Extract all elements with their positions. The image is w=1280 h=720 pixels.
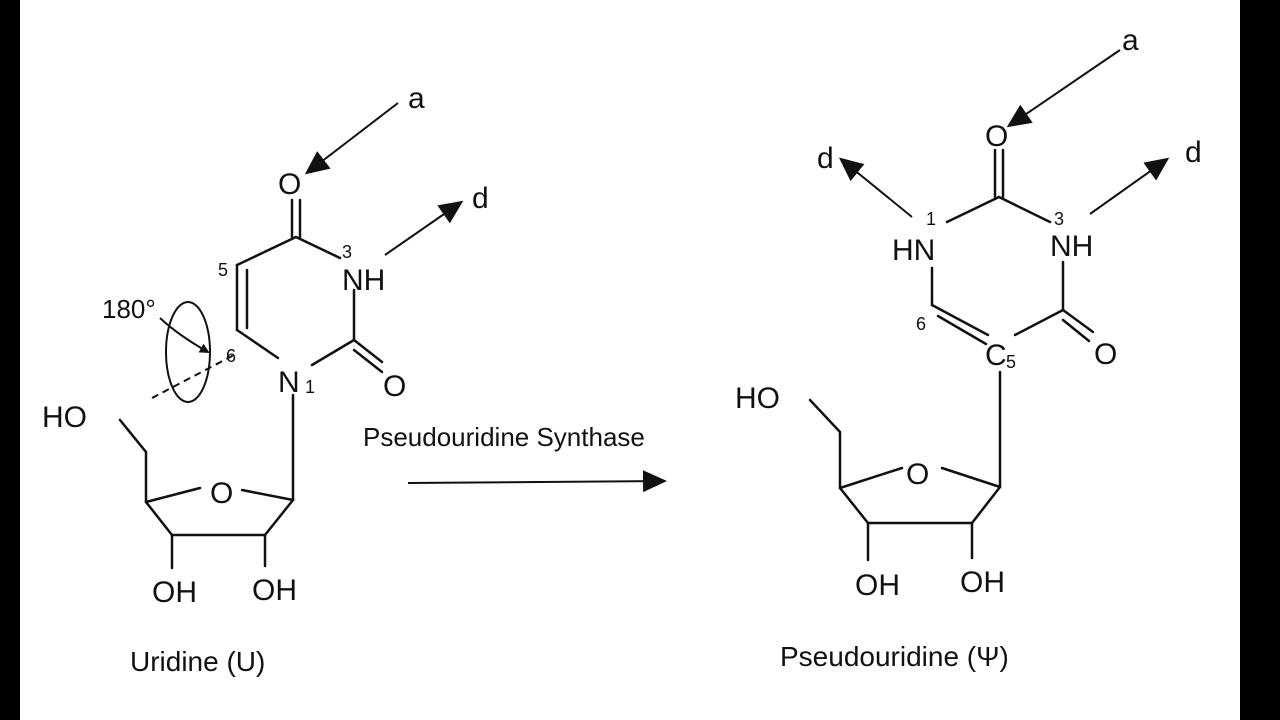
hydroxyl-group: OH <box>152 576 197 609</box>
atom-number: 5 <box>1006 352 1016 372</box>
hydroxyl-group: HO <box>42 401 87 434</box>
bond <box>838 466 904 490</box>
reaction-arrow <box>407 470 667 493</box>
bond <box>263 498 295 537</box>
bond <box>930 303 990 337</box>
nh-group: NH <box>342 264 385 297</box>
enzyme-label: Pseudouridine Synthase <box>363 422 645 452</box>
carbon-c5: C <box>985 339 1007 372</box>
oxygen-atom: O <box>278 168 301 201</box>
ring-oxygen: O <box>906 458 929 491</box>
bond <box>240 488 295 502</box>
bond <box>235 235 298 267</box>
hydroxyl-group: OH <box>960 566 1005 599</box>
hn-group: HN <box>892 234 935 267</box>
hydroxyl-group: OH <box>252 574 297 607</box>
hydroxyl-group: HO <box>735 382 780 415</box>
bond <box>936 314 988 346</box>
atom-number: 1 <box>305 377 315 397</box>
reaction-diagram: O NH N O HO O OH OH 3 5 6 1 180° a d Uri… <box>42 24 1202 677</box>
pseudouridine-structure: O HN NH C O HO O OH OH 1 3 6 5 a d d Pse… <box>735 24 1202 672</box>
diagram-canvas: O NH N O HO O OH OH 3 5 6 1 180° a d Uri… <box>20 0 1240 720</box>
bond <box>1061 308 1095 334</box>
arrow-d <box>384 200 464 256</box>
bond <box>352 338 384 364</box>
rotation-label: 180° <box>102 294 156 324</box>
bond <box>294 235 342 260</box>
reaction-arrow-group: Pseudouridine Synthase <box>363 422 667 493</box>
arrow-d-right <box>1089 157 1170 215</box>
bond <box>310 338 356 367</box>
rotation-ellipse <box>165 301 211 403</box>
arrow-d-left <box>838 157 913 218</box>
uridine-caption: Uridine (U) <box>130 646 265 677</box>
arrow-a <box>1006 49 1121 128</box>
bond <box>118 418 148 454</box>
nitrogen-n1: N <box>278 366 300 399</box>
arrow-label-d: d <box>1185 136 1202 169</box>
bond <box>940 466 1002 489</box>
arrow-label-a: a <box>408 82 425 115</box>
atom-number: 5 <box>218 260 228 280</box>
atom-number: 3 <box>342 242 352 262</box>
bond <box>808 398 842 434</box>
rotation-arrow <box>159 317 210 353</box>
bond <box>235 328 280 360</box>
oxygen-atom: O <box>383 370 406 403</box>
oxygen-atom: O <box>1094 338 1117 371</box>
rotation-axis <box>151 354 235 399</box>
arrow-label-a: a <box>1122 24 1139 57</box>
nh-group: NH <box>1050 230 1093 263</box>
ring-oxygen: O <box>210 477 233 510</box>
bond <box>1061 318 1091 343</box>
pseudouridine-caption: Pseudouridine (Ψ) <box>780 641 1009 672</box>
bond <box>352 348 384 374</box>
bond <box>970 485 1002 525</box>
bond <box>1013 308 1065 337</box>
uridine-structure: O NH N O HO O OH OH 3 5 6 1 180° a d Uri… <box>42 82 489 677</box>
atom-number: 1 <box>926 209 936 229</box>
bond <box>144 486 202 504</box>
oxygen-atom: O <box>985 120 1008 153</box>
atom-number: 6 <box>916 314 926 334</box>
arrow-a <box>304 102 399 175</box>
arrow-label-d: d <box>817 142 834 175</box>
bond <box>945 195 1001 224</box>
atom-number: 3 <box>1054 209 1064 229</box>
bond <box>838 486 870 525</box>
bond <box>144 500 174 537</box>
bond <box>997 195 1052 224</box>
arrow-label-d: d <box>472 182 489 215</box>
hydroxyl-group: OH <box>855 569 900 602</box>
